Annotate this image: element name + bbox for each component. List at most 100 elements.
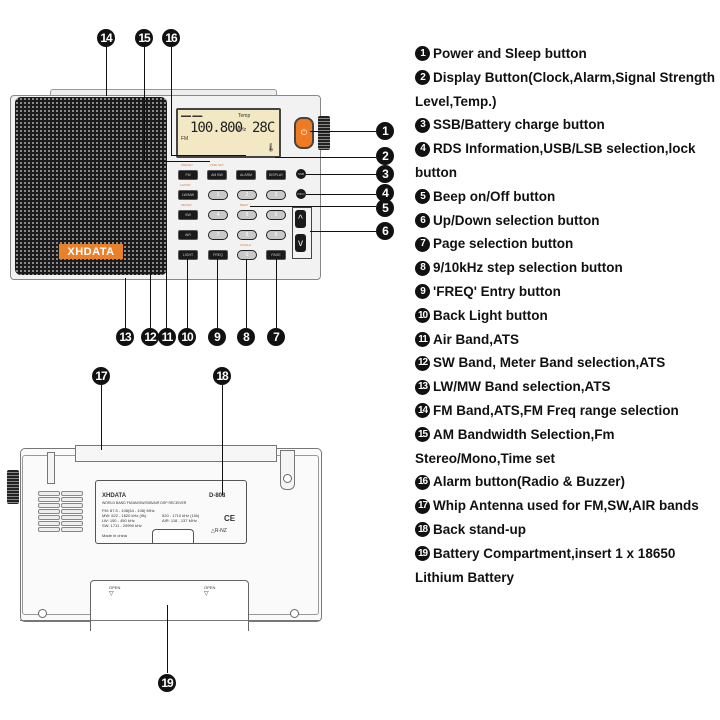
leader-18 — [222, 385, 223, 495]
legend-number-badge: 13 — [415, 379, 430, 395]
power-button[interactable]: ⏻ — [294, 117, 314, 149]
digit-8-button[interactable]: 8 — [237, 230, 257, 240]
legend-text: Up/Down selection button — [433, 212, 600, 228]
spec-lw: LW: 150 - 450 kHz — [102, 518, 135, 523]
battery-compartment[interactable]: OPEN ▽ OPEN ▽ — [90, 580, 249, 631]
chevron-up-icon: ^ — [298, 213, 303, 225]
open-arrow-left-icon: ▽ — [109, 591, 114, 597]
leader-4 — [306, 194, 376, 195]
legend-text: Battery Compartment,insert 1 x 18650 — [433, 545, 676, 561]
display-button[interactable]: DISPLAY — [266, 170, 286, 180]
legend-number-badge: 5 — [415, 189, 430, 205]
callout-6: 6 — [376, 222, 394, 240]
screw-right — [290, 609, 299, 618]
open-label-right: OPEN — [204, 585, 216, 590]
speaker-grille — [15, 97, 167, 275]
legend-number-badge: 15 — [415, 427, 430, 443]
legend-number-badge: 2 — [415, 70, 430, 86]
legend-item-continued: Stereo/Mono,Time set — [415, 447, 720, 471]
leader-13 — [125, 278, 126, 328]
callout-14: 14 — [97, 29, 115, 47]
freq-button[interactable]: FREQ — [208, 250, 228, 260]
leader-19 — [167, 605, 168, 673]
lw-mw-label: LW/MW — [180, 183, 191, 187]
digit-2-button[interactable]: 2 — [237, 190, 257, 200]
fm-button[interactable]: FM — [178, 170, 198, 180]
down-button[interactable]: v — [295, 234, 306, 252]
base-line — [20, 620, 320, 621]
rcm-text: R-NZ — [214, 528, 227, 534]
lw-mw-button[interactable]: LW/MW — [178, 190, 198, 200]
leader-5 — [250, 206, 376, 207]
leader-16 — [171, 46, 172, 155]
alarm-button[interactable]: ALARM — [236, 170, 256, 180]
beep-label: BEEP — [240, 203, 249, 207]
back-stand[interactable]: XHDATA D-808 WORLD BAND FM/AM/SW/SSB/AIR… — [95, 480, 247, 544]
air-button[interactable]: AIR — [178, 230, 198, 240]
digit-1-button[interactable]: 1 — [208, 190, 228, 200]
legend-number-badge: 12 — [415, 355, 430, 371]
leader-15 — [144, 46, 145, 161]
legend-item-continued: Level,Temp.) — [415, 90, 720, 114]
lcd-band: FM — [181, 136, 189, 142]
lcd-indicators: ▬▬ ▬▬ — [181, 113, 203, 119]
digit-4-button[interactable]: 4 — [208, 210, 228, 220]
callout-16: 16 — [162, 29, 180, 47]
up-button[interactable]: ^ — [295, 210, 306, 228]
stand-notch — [152, 529, 194, 543]
open-label-left: OPEN — [109, 585, 121, 590]
info-button[interactable]: INFO — [296, 189, 306, 199]
tuning-knob[interactable] — [318, 116, 330, 150]
digit-3-button[interactable]: 3 — [266, 190, 286, 200]
antenna-bracket — [280, 450, 295, 490]
up-down-group — [292, 207, 312, 259]
leader-3 — [306, 174, 376, 175]
sw-button[interactable]: SW — [178, 210, 198, 220]
callout-10: 10 — [178, 328, 196, 346]
legend-text: Level,Temp.) — [415, 93, 497, 109]
lcd-frequency: 100.800 — [190, 120, 243, 136]
digit-6-button[interactable]: 6 — [266, 210, 286, 220]
meter-label: METER — [181, 203, 192, 207]
leader-16-h — [171, 155, 246, 156]
legend-number-badge: 7 — [415, 236, 430, 252]
leader-14 — [106, 46, 107, 96]
legend-number-badge: 4 — [415, 141, 430, 157]
spec-mw-10k: 520 - 1710 kHz (10k) — [162, 513, 200, 518]
light-button[interactable]: LIGHT — [178, 250, 198, 260]
legend-number-badge: 8 — [415, 260, 430, 276]
legend-text: Page selection button — [433, 236, 574, 252]
digit-5-button[interactable]: 5 — [237, 210, 257, 220]
leader-17 — [101, 385, 102, 450]
legend-text: FM Band,ATS,FM Freq range selection — [433, 402, 679, 418]
legend-text: Whip Antenna used for FM,SW,AIR bands — [433, 498, 699, 514]
leader-15-h — [144, 161, 210, 162]
ssb-button[interactable]: SSB — [296, 169, 306, 179]
legend-text: RDS Information,USB/LSB selection,lock — [433, 141, 696, 157]
digit-9-button[interactable]: 9 — [266, 230, 286, 240]
label-model: D-808 — [209, 493, 226, 499]
legend-text: SSB/Battery charge button — [433, 117, 605, 133]
digit-7-button[interactable]: 7 — [208, 230, 228, 240]
leader-11 — [166, 243, 167, 328]
callout-18: 18 — [213, 367, 231, 385]
legend-item: 9'FREQ' Entry button — [415, 280, 720, 304]
callout-17: 17 — [92, 367, 110, 385]
legend-text: button — [415, 164, 457, 180]
step-label: 9/10kHz — [240, 243, 252, 247]
callout-15: 15 — [135, 29, 153, 47]
digit-0-button[interactable]: 0 — [237, 250, 257, 260]
callout-12: 12 — [141, 328, 159, 346]
label-brand: XHDATA — [102, 493, 127, 499]
am-bw-button[interactable]: AM BW — [207, 170, 227, 180]
